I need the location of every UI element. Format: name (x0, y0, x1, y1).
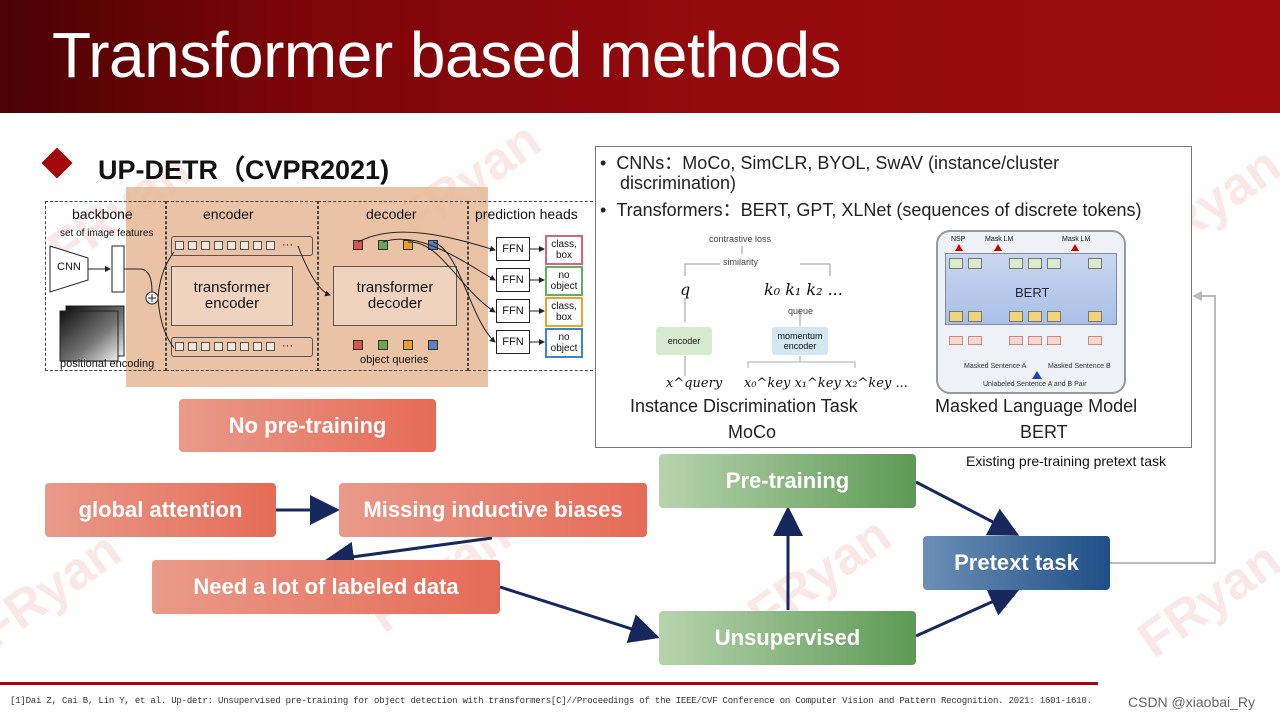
encoder-box (166, 201, 318, 371)
image-features-label: set of image features (60, 228, 154, 239)
prediction-heads-label: prediction heads (475, 206, 578, 222)
encoder-token-row (175, 342, 275, 351)
pretraining-box: Pre-training (659, 454, 916, 508)
encoder-ellipsis: ··· (282, 239, 293, 251)
x-query-label: x^query (666, 376, 723, 391)
panel-bullet-text: CNNs：MoCo, SimCLR, BYOL, SwAV (instance/… (616, 153, 1060, 193)
decoder-output-queries (353, 240, 438, 250)
reference-footnote: [1]Dai Z, Cai B, Lin Y, et al. Up-detr: … (10, 696, 1092, 706)
encoder-input-tokens (171, 236, 313, 256)
query-square (403, 340, 413, 350)
query-q-label: q (680, 280, 691, 299)
decoder-label: decoder (366, 206, 417, 222)
query-square (428, 340, 438, 350)
ffn-head: FFN (496, 299, 530, 323)
query-square (403, 240, 413, 250)
title-bar (0, 0, 1280, 113)
prediction-output: no object (545, 328, 583, 358)
moco-diagram-lines (684, 246, 856, 376)
unlabeled-arrow-icon (1032, 371, 1042, 379)
panel-caption: Existing pre-training pretext task (966, 453, 1166, 469)
global-attention-box: global attention (45, 483, 276, 537)
transformer-encoder-block: transformer encoder (171, 266, 293, 326)
backbone-label: backbone (72, 206, 133, 222)
bert-input-embeddings (949, 311, 1102, 322)
need-labeled-data-box: Need a lot of labeled data (152, 560, 500, 614)
object-queries-label: object queries (360, 354, 429, 366)
masked-sentence-a-label: Masked Sentence A (964, 363, 1027, 370)
detr-connectors (157, 231, 545, 349)
encoder-output-tokens (171, 337, 313, 357)
pretext-task-box: Pretext task (923, 536, 1110, 590)
ffn-head: FFN (496, 330, 530, 354)
missing-biases-box: Missing inductive biases (339, 483, 647, 537)
moco-task-label: Instance Discrimination Task (630, 396, 858, 416)
bert-name-label: BERT (1020, 422, 1068, 442)
nsp-arrow-icon (955, 244, 963, 251)
momentum-encoder-box: momentum encoder (772, 327, 828, 355)
bullet-dot-icon: • (600, 200, 617, 220)
positional-encoding-label: positional encoding (60, 358, 155, 370)
panel-bullet-text: Transformers：BERT, GPT, XLNet (sequences… (616, 200, 1142, 220)
query-square (378, 340, 388, 350)
query-square (378, 240, 388, 250)
keys-label: k₀ k₁ k₂ ... (764, 280, 843, 299)
no-pretraining-box: No pre-training (179, 399, 436, 452)
query-square (353, 340, 363, 350)
moco-encoder-box: encoder (656, 327, 712, 355)
bert-inner-label: BERT (1015, 285, 1050, 300)
unlabeled-pair-label: Unlabeled Sentence A and B Pair (983, 381, 1087, 388)
author-credit: CSDN @xiaobai_Ry (1128, 694, 1256, 710)
ffn-head: FFN (496, 268, 530, 292)
encoder-label: encoder (203, 206, 254, 222)
encoder-ellipsis: ··· (282, 340, 293, 352)
slide-title: Transformer based methods (52, 19, 842, 91)
cnn-label: CNN (57, 261, 81, 273)
backbone-diagram (49, 245, 159, 362)
nsp-label: NSP (951, 236, 966, 243)
x-keys-label: x₀^key x₁^key x₂^key ... (744, 376, 908, 391)
transformer-decoder-block: transformer decoder (333, 266, 457, 326)
prediction-output: no object (545, 266, 583, 296)
mask-lm-label: Mask LM (1062, 236, 1091, 243)
prediction-heads-box (468, 201, 598, 371)
moco-name-label: MoCo (728, 422, 777, 442)
object-query-squares (353, 340, 438, 350)
slide-subtitle: UP-DETR（CVPR2021) (98, 155, 390, 185)
bullet-dot-icon: • (600, 153, 617, 173)
query-square (353, 240, 363, 250)
prediction-output: class, box (545, 297, 583, 327)
bert-task-label: Masked Language Model (935, 396, 1138, 416)
queue-label: queue (788, 306, 814, 316)
mask-lm-arrow-icon (994, 244, 1002, 251)
encoder-token-row (175, 241, 275, 250)
mask-lm-label: Mask LM (985, 236, 1014, 243)
backbone-box (45, 201, 166, 371)
contrastive-loss-label: contrastive loss (709, 234, 772, 244)
panel-bullet-transformers: • Transformers：BERT, GPT, XLNet (sequenc… (600, 200, 1142, 220)
masked-sentence-b-label: Masked Sentence B (1048, 363, 1111, 370)
bert-output-tokens (949, 258, 1102, 269)
similarity-label: similarity (723, 257, 758, 267)
prediction-output: class, box (545, 235, 583, 265)
bert-input-tokens (949, 336, 1102, 345)
panel-bullet-cnns: • CNNs：MoCo, SimCLR, BYOL, SwAV (instanc… (600, 153, 1180, 193)
footer-rule (0, 682, 1098, 685)
mask-lm-arrow-icon (1071, 244, 1079, 251)
unsupervised-box: Unsupervised (659, 611, 916, 665)
ffn-head: FFN (496, 237, 530, 261)
